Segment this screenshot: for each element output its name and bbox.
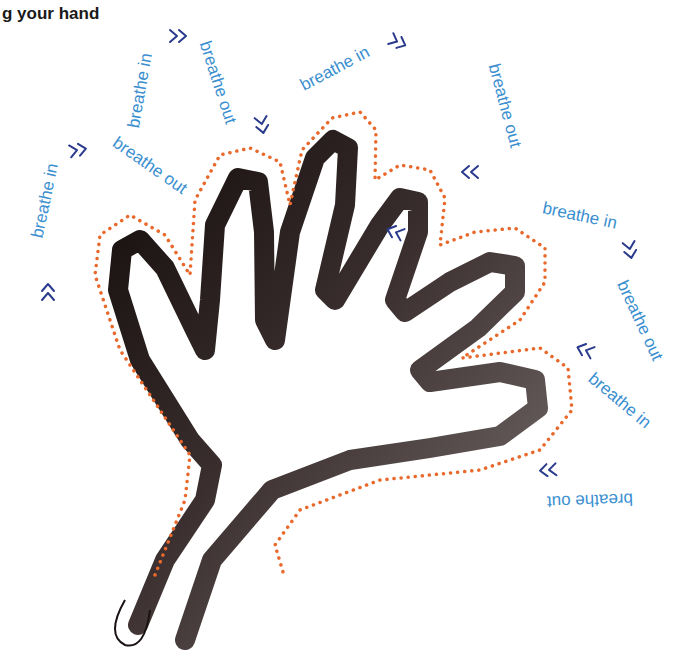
chevron	[394, 227, 405, 241]
title: g your hand	[2, 4, 99, 24]
inhale-label: breathe in	[586, 369, 655, 431]
chevron	[575, 342, 586, 356]
chevron	[396, 37, 407, 51]
direction-chevrons	[42, 30, 637, 477]
inhale-label: breathe in	[298, 43, 373, 94]
chevron	[42, 293, 54, 300]
exhale-label: breathe out	[614, 277, 666, 362]
chevron	[471, 166, 478, 178]
exhale-label: breathe out	[110, 133, 190, 196]
chevron	[69, 144, 78, 157]
inhale-label: breathe in	[29, 161, 61, 239]
chevron	[462, 166, 469, 178]
chevron	[255, 116, 268, 125]
exhale-label: breathe out	[197, 38, 240, 125]
chevron	[256, 125, 269, 134]
chevron	[388, 33, 399, 47]
inhale-label: breathe in	[125, 51, 155, 128]
chevron	[42, 284, 54, 291]
inhale-label: breathe in	[541, 199, 619, 231]
chevron	[179, 30, 186, 42]
chevron	[540, 464, 548, 477]
trace-path	[95, 112, 572, 575]
chevron	[624, 250, 637, 259]
chevron	[548, 463, 556, 476]
wrist-loop	[115, 600, 150, 646]
chevron	[170, 30, 177, 42]
chevron	[623, 241, 636, 250]
chevron	[78, 143, 87, 156]
chevron	[385, 224, 396, 238]
hand-stroke	[118, 140, 538, 640]
exhale-label: breathe out	[486, 61, 525, 148]
chevron	[584, 345, 595, 359]
exhale-label: breathe out	[547, 490, 634, 510]
